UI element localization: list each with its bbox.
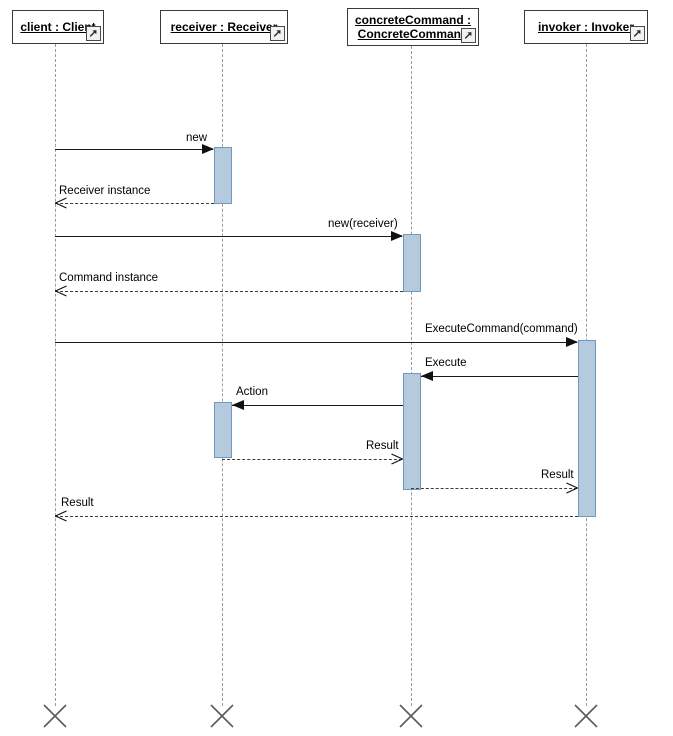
arrow-head-msg-execute xyxy=(421,370,433,382)
arrow-head-msg-new-receiver xyxy=(391,230,403,242)
message-line-msg-result-receiver xyxy=(222,459,402,460)
external-link-icon[interactable] xyxy=(461,28,476,43)
lifeline-stem-receiver xyxy=(222,44,223,706)
activation-bar-receiver xyxy=(214,402,232,458)
activation-bar-concreteCommand xyxy=(403,234,421,292)
destroy-marker-client xyxy=(42,703,68,729)
lifeline-head-label-concreteCommand: concreteCommand : ConcreteCommand xyxy=(354,13,472,41)
lifeline-head-receiver[interactable]: receiver : Receiver xyxy=(160,10,288,44)
lifeline-head-label-invoker: invoker : Invoker xyxy=(537,20,635,34)
arrow-head-msg-result-receiver xyxy=(391,453,403,465)
message-line-msg-execute-command xyxy=(55,342,577,343)
external-link-icon[interactable] xyxy=(630,26,645,41)
message-line-msg-result-client xyxy=(55,516,578,517)
message-line-msg-new xyxy=(55,149,213,150)
activation-bar-receiver xyxy=(214,147,232,204)
message-line-msg-receiver-instance xyxy=(55,203,214,204)
arrow-head-msg-result-command xyxy=(566,482,578,494)
arrow-head-msg-result-client xyxy=(55,510,67,522)
message-label-msg-new: new xyxy=(186,132,208,144)
message-label-msg-action: Action xyxy=(236,386,268,398)
lifeline-head-client[interactable]: client : Client xyxy=(12,10,104,44)
activation-bar-concreteCommand xyxy=(403,373,421,490)
lifeline-head-invoker[interactable]: invoker : Invoker xyxy=(524,10,648,44)
message-label-msg-new-receiver: new(receiver) xyxy=(328,218,398,230)
message-label-msg-result-receiver: Result xyxy=(366,440,399,452)
arrow-head-msg-command-instance xyxy=(55,285,67,297)
message-label-msg-result-client: Result xyxy=(61,497,94,509)
message-label-msg-receiver-instance: Receiver instance xyxy=(59,185,151,197)
arrow-head-msg-action xyxy=(232,399,244,411)
message-line-msg-execute xyxy=(421,376,578,377)
lifeline-head-label-receiver: receiver : Receiver xyxy=(170,20,278,34)
external-link-icon[interactable] xyxy=(270,26,285,41)
message-line-msg-result-command xyxy=(411,488,577,489)
message-label-msg-execute-command: ExecuteCommand(command) xyxy=(425,323,578,335)
destroy-marker-concreteCommand xyxy=(398,703,424,729)
arrow-head-msg-receiver-instance xyxy=(55,197,67,209)
lifeline-head-concreteCommand[interactable]: concreteCommand : ConcreteCommand xyxy=(347,8,479,46)
message-label-msg-execute: Execute xyxy=(425,357,467,369)
destroy-marker-invoker xyxy=(573,703,599,729)
activation-bar-invoker xyxy=(578,340,596,517)
lifeline-stem-client xyxy=(55,44,56,706)
message-label-msg-result-command: Result xyxy=(541,469,574,481)
message-line-msg-new-receiver xyxy=(55,236,402,237)
external-link-icon[interactable] xyxy=(86,26,101,41)
message-label-msg-command-instance: Command instance xyxy=(59,272,159,284)
arrow-head-msg-new xyxy=(202,143,214,155)
arrow-head-msg-execute-command xyxy=(566,336,578,348)
message-line-msg-action xyxy=(232,405,403,406)
destroy-marker-receiver xyxy=(209,703,235,729)
message-line-msg-command-instance xyxy=(55,291,403,292)
